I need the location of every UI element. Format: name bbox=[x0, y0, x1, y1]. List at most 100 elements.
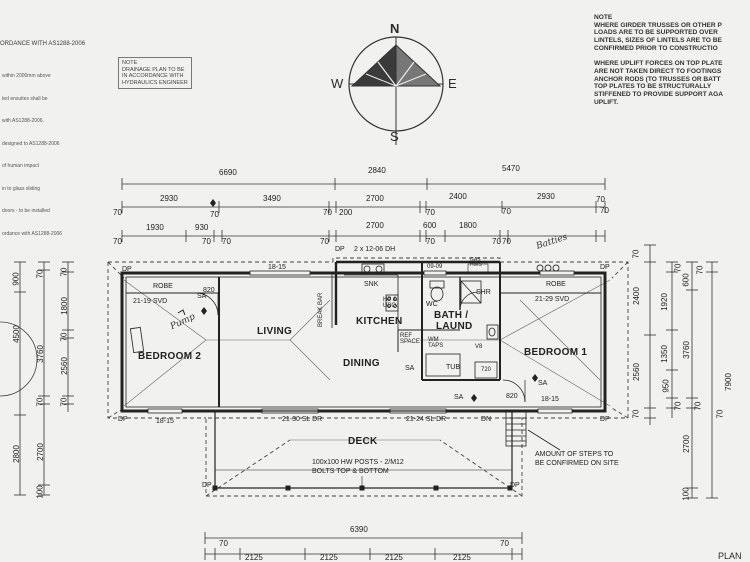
dp-bl-label: DP bbox=[118, 416, 128, 423]
room-kitchen: KITCHEN bbox=[356, 316, 403, 327]
room-deck: DECK bbox=[348, 436, 378, 447]
svd-left-label: 21-19 SVD bbox=[133, 298, 168, 305]
dim-left-inner: 70 bbox=[59, 267, 69, 277]
notes-left: within 2000mm above ted ensuites shall b… bbox=[2, 58, 62, 246]
bottom-dimension-lines bbox=[204, 532, 523, 560]
deck-steps bbox=[505, 411, 561, 451]
dim-top-r3: 70 bbox=[502, 237, 511, 246]
dim-top-r2: 70 bbox=[210, 210, 219, 219]
dim-top-r3: 930 bbox=[195, 223, 209, 232]
door-left-label: 820 bbox=[203, 287, 215, 294]
dim-top-r2: 70 bbox=[502, 207, 511, 216]
dim-right-c: 2700 bbox=[681, 435, 691, 453]
dp-deck-right-label: DP bbox=[510, 482, 520, 489]
dim-left-outer: 900 bbox=[11, 272, 21, 286]
dp-top-label: DP bbox=[335, 246, 345, 253]
dim-bottom-bay: 2125 bbox=[245, 553, 263, 562]
notes-left-line: ted ensuites shall be bbox=[2, 95, 48, 102]
fridge-space-label: REF SPACE bbox=[400, 333, 420, 345]
left-dimension-lines bbox=[14, 261, 74, 496]
break-bar-label: BREAK BAR bbox=[318, 292, 324, 327]
dim-top-2: 2840 bbox=[368, 166, 386, 175]
dim-right-c: 3760 bbox=[681, 341, 691, 359]
smoke-alarm-label: SA bbox=[405, 365, 415, 372]
steps-note-2: BE CONFIRMED ON SITE bbox=[535, 460, 619, 467]
dim-left-mid: 100 bbox=[35, 485, 45, 499]
dim-left-mid: 70 bbox=[35, 397, 45, 407]
handwritten-marks bbox=[129, 264, 560, 354]
bolts-note: BOLTS TOP & BOTTOM bbox=[312, 468, 389, 475]
svd-right-label: 21-29 SVD bbox=[535, 296, 570, 303]
dim-top-r3: 1930 bbox=[146, 223, 164, 232]
door-right-label: 820 bbox=[506, 393, 518, 400]
wc-label: WC bbox=[426, 301, 438, 308]
dim-top-r2-start: 70 bbox=[113, 208, 122, 217]
dp-deck-left-label: DP bbox=[202, 482, 212, 489]
dim-right-b: 1350 bbox=[659, 345, 669, 363]
dim-top-r3: 600 bbox=[423, 221, 437, 230]
deck-outline bbox=[212, 410, 513, 491]
notes-left-line: within 2000mm above bbox=[2, 73, 51, 79]
dim-bottom-total: 6390 bbox=[350, 525, 368, 534]
dim-top-r2: 3490 bbox=[263, 194, 281, 203]
notes-left-line: with AS1288-2006. bbox=[2, 118, 44, 124]
dim-top-r3: 70 bbox=[320, 237, 329, 246]
dim-right-a: 2560 bbox=[631, 363, 641, 381]
dim-top-r2: 2930 bbox=[537, 192, 555, 201]
top-dimension-lines bbox=[121, 178, 606, 242]
dim-left-inner: 2560 bbox=[59, 357, 69, 375]
dim-top-r2: 70 bbox=[596, 195, 605, 204]
width-720-label: 720 bbox=[481, 367, 492, 373]
window-bottom-right-label: 18-15 bbox=[541, 396, 559, 403]
dh-window-label: 2 x 12-06 DH bbox=[354, 246, 396, 253]
bottom-ticks bbox=[239, 548, 436, 560]
window-0909-label: 09-09 bbox=[427, 264, 443, 270]
vanity-label: V8 bbox=[475, 344, 483, 350]
dim-right-c: 100 bbox=[681, 487, 691, 501]
compass-s: S bbox=[390, 129, 399, 144]
dim-top-r2: 70 bbox=[600, 206, 609, 215]
dim-bottom-bay: 2125 bbox=[385, 553, 403, 562]
dim-right-b: 950 bbox=[661, 379, 671, 393]
robe-right-label: ROBE bbox=[546, 281, 566, 288]
shower-label: SHR bbox=[476, 289, 491, 296]
dim-top-1: 6690 bbox=[219, 168, 237, 177]
dim-left-inner: 1800 bbox=[59, 297, 69, 315]
steps-note-1: AMOUNT OF STEPS TO bbox=[535, 451, 614, 458]
dim-left-inner: 70 bbox=[59, 397, 69, 407]
gas-hws-label: GAS HWS bbox=[470, 257, 482, 268]
compass-rose-icon bbox=[348, 36, 444, 145]
dim-top-r3: 70 bbox=[426, 237, 435, 246]
dim-top-r2: 70 bbox=[426, 208, 435, 217]
robe-left-label: ROBE bbox=[153, 283, 173, 290]
dim-top-3: 5470 bbox=[502, 164, 520, 173]
dim-top-r2: 200 bbox=[339, 208, 353, 217]
dim-right-c: 600 bbox=[681, 273, 691, 287]
notes-left-line: of human impact bbox=[2, 163, 39, 169]
drainage-note: NOTE DRAINAGE PLAN TO BE IN ACCORDANCE W… bbox=[118, 57, 192, 90]
smoke-alarm-label: SA bbox=[197, 293, 207, 300]
dim-top-r2: 70 bbox=[323, 208, 332, 217]
washing-machine-label: WM TAPS bbox=[428, 337, 444, 349]
smoke-alarm-label: SA bbox=[454, 394, 464, 401]
dim-right-d: 70 bbox=[695, 265, 705, 275]
dim-right-b: 70 bbox=[673, 263, 683, 273]
dim-top-r3: 70 bbox=[202, 237, 211, 246]
fixtures bbox=[361, 262, 501, 379]
window-bottom-left-label: 18-15 bbox=[156, 418, 174, 425]
smoke-alarm-label: SA bbox=[538, 380, 548, 387]
hotplate-label: HP & UBO bbox=[383, 297, 397, 309]
sliding-door-2-label: 21-24 SL DR bbox=[406, 416, 447, 423]
compass-w: W bbox=[331, 76, 344, 91]
smoke-alarm-icons bbox=[177, 199, 538, 402]
dim-right-e: 70 bbox=[715, 409, 725, 419]
dp-br-label: DP bbox=[600, 416, 610, 423]
dim-right-a: 2400 bbox=[631, 287, 641, 305]
room-bath: BATH / bbox=[434, 310, 469, 321]
dim-right-b: 70 bbox=[673, 401, 683, 411]
dim-bottom-bay: 2125 bbox=[453, 553, 471, 562]
dim-right-c: 70 bbox=[693, 401, 703, 411]
window-top-label: 18-15 bbox=[268, 264, 286, 271]
dim-left-mid: 2700 bbox=[35, 443, 45, 461]
